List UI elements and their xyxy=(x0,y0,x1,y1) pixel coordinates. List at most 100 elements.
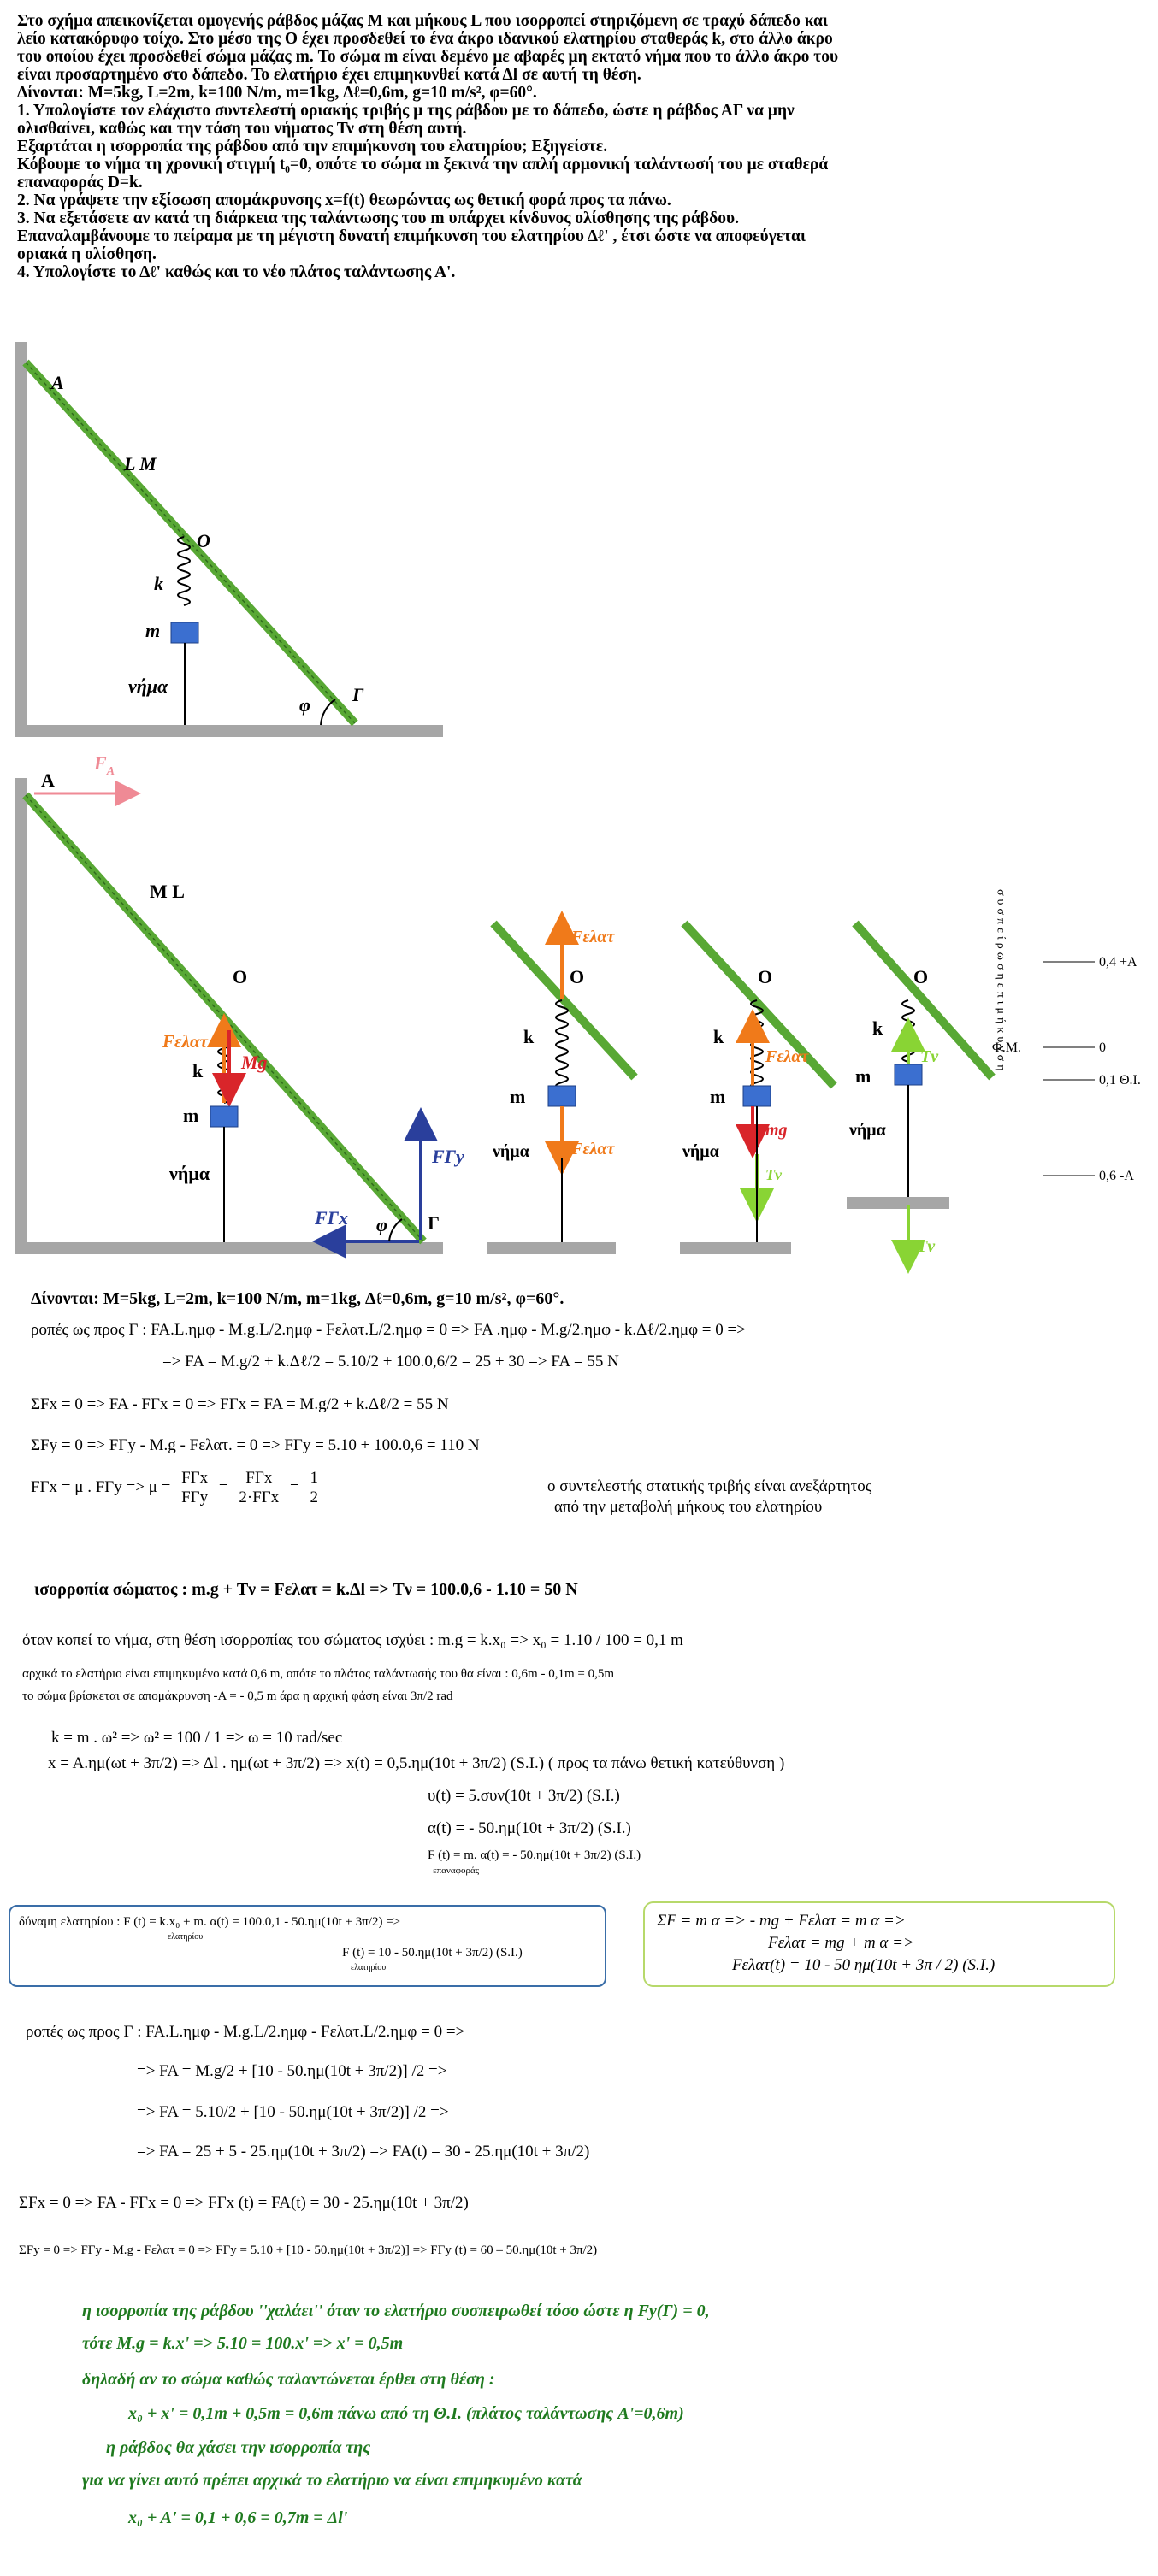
label-ML: M L xyxy=(150,881,185,902)
label-thread: νήμα xyxy=(168,1163,210,1184)
scale-label: 0,6 -A xyxy=(1099,1169,1134,1183)
problem-line: είναι προσαρτημένο στο δάπεδο. Το ελατήρ… xyxy=(17,66,641,84)
problem-line: Εξαρτάται η ισορροπία της ράβδου από την… xyxy=(17,138,608,156)
cut-line-1: όταν κοπεί το νήμα, στη θέση ισορροπίας … xyxy=(22,1631,683,1649)
torque2-line-3: => FA = 5.10/2 + [10 - 50.ημ(10t + 3π/2)… xyxy=(137,2103,449,2121)
scale-label: 0,4 +A xyxy=(1099,955,1137,970)
label-LM: L M xyxy=(123,453,157,475)
panel2-mass xyxy=(547,1085,576,1107)
panel3-label-O: O xyxy=(758,966,772,987)
problem-line: Επαναλαμβάνουμε το πείραμα με τη μέγιστη… xyxy=(17,227,806,245)
given-line: Δίνονται: M=5kg, L=2m, k=100 N/m, m=1kg,… xyxy=(31,1289,564,1308)
panel4-label-Tv-bot: Tν xyxy=(917,1237,936,1256)
problem-line: 2. Να γράψετε την εξίσωση απομάκρυνσης x… xyxy=(17,192,671,209)
conclusion-line-7: x₀ + A' = 0,1 + 0,6 = 0,7m = Δl' xyxy=(128,2508,348,2527)
problem-line: 3. Να εξετάσετε αν κατά τη διάρκεια της … xyxy=(17,209,739,227)
spring-force-box xyxy=(9,1905,606,1987)
conclusion-line-3: δηλαδή αν το σώμα καθώς ταλαντώνεται έρθ… xyxy=(82,2370,495,2389)
boxB-line-2: Fελατ = mg + m α => xyxy=(768,1934,914,1952)
problem-statement: Στο σχήμα απεικονίζεται ομογενής ράβδος … xyxy=(17,12,1146,281)
panel2-label-Fel-top: Fελατ xyxy=(570,928,615,946)
panel3-label-m: m xyxy=(710,1086,725,1107)
torque-line-1: ροπές ως προς Γ : FA.L.ημφ - M.g.L/2.ημφ… xyxy=(31,1321,746,1339)
torque2-line-2: => FA = M.g/2 + [10 - 50.ημ(10t + 3π/2)]… xyxy=(137,2062,447,2080)
figure-1: A L M O k m νήμα φ Γ xyxy=(15,342,443,737)
panel4-rod xyxy=(852,920,996,1081)
label-A: A xyxy=(50,372,64,393)
problem-line: Δίνονται: M=5kg, L=2m, k=100 N/m, m=1kg,… xyxy=(17,84,537,102)
conclusion-line-2: τότε M.g = k.x' => 5.10 = 100.x' => x' =… xyxy=(82,2334,404,2353)
x-equation: x = A.ημ(ωt + 3π/2) => Δl . ημ(ωt + 3π/2… xyxy=(48,1754,785,1772)
wall xyxy=(15,342,27,735)
problem-line: Κόβουμε το νήμα τη χρονική στιγμή t₀=0, … xyxy=(17,156,829,174)
label-m: m xyxy=(183,1105,198,1126)
label-O: O xyxy=(197,530,210,551)
panel2-label-k: k xyxy=(523,1026,535,1047)
scale-label: 0,1 Θ.Ι. xyxy=(1099,1073,1141,1088)
scale-label: 0 xyxy=(1099,1040,1106,1055)
problem-line: ολισθαίνει, καθώς και την τάση του νήματ… xyxy=(17,120,467,138)
a-equation: α(t) = - 50.ημ(10t + 3π/2) (S.I.) xyxy=(428,1819,631,1837)
panel2-spring xyxy=(555,999,569,1090)
F-subscript: επαναφοράς xyxy=(433,1866,480,1876)
label-thread: νήμα xyxy=(128,675,168,697)
boxB-line-3: Fελατ(t) = 10 - 50 ημ(10t + 3π / 2) (S.I… xyxy=(732,1956,996,1974)
panel3-label-thread: νήμα xyxy=(682,1142,719,1161)
angle-arc xyxy=(388,1218,403,1242)
angle-arc xyxy=(320,699,336,726)
friction-note-1: ο συντελεστής στατικής τριβής είναι ανεξ… xyxy=(547,1477,872,1495)
figure-2: A FA M L O k m Fελατ Mg νήμα FΓy FΓx φ Γ… xyxy=(15,752,1141,1274)
panel3-label-Fel: Fελατ xyxy=(765,1047,809,1066)
panel2-floor xyxy=(487,1242,616,1254)
rod xyxy=(22,359,358,727)
torque-line-2: => FA = M.g/2 + k.Δℓ/2 = 5.10/2 + 100.0,… xyxy=(162,1353,619,1371)
panel2-label-O: O xyxy=(570,966,584,987)
label-G: Γ xyxy=(428,1212,440,1234)
label-FGy: FΓy xyxy=(431,1146,464,1167)
floor xyxy=(15,725,443,737)
label-O: O xyxy=(233,966,247,987)
panel4-label-m: m xyxy=(855,1065,871,1087)
omega-line: k = m . ω² => ω² = 100 / 1 => ω = 10 rad… xyxy=(51,1729,343,1747)
conclusion-line-1: η ισορροπία της ράβδου ''χαλάει'' όταν τ… xyxy=(82,2302,710,2320)
problem-line: λείο κατακόρυφο τοίχο. Στο μέσο της Ο έχ… xyxy=(17,30,833,48)
sum-fx-line: ΣFx = 0 => FA - FΓx = 0 => FΓx = FA = M.… xyxy=(31,1395,449,1413)
label-m: m xyxy=(145,620,160,641)
panel4-label-O: O xyxy=(913,966,928,987)
panel2-label-thread: νήμα xyxy=(492,1142,529,1161)
F-equation: F (t) = m. α(t) = - 50.ημ(10t + 3π/2) (S… xyxy=(428,1848,641,1862)
panel3-label-mg: mg xyxy=(765,1121,788,1140)
boxA-line-2: F (t) = 10 - 50.ημ(10t + 3π/2) (S.I.) xyxy=(342,1946,523,1960)
problem-line: Στο σχήμα απεικονίζεται ομογενής ράβδος … xyxy=(17,12,828,30)
label-A: A xyxy=(41,769,55,791)
panel3-mass xyxy=(742,1085,771,1107)
panel2-label-m: m xyxy=(510,1086,525,1107)
vertical-word: συσπείρωσηεπιμήκυνση xyxy=(995,889,1007,1075)
panel4-label-k: k xyxy=(872,1017,883,1039)
label-phi: φ xyxy=(376,1214,387,1235)
boxA-line-1: δύναμη ελατηρίου : F (t) = k.x₀ + m. α(t… xyxy=(19,1915,401,1929)
equilibrium-line: ισορροπία σώματος : m.g + Tν = Fελατ = k… xyxy=(34,1580,578,1599)
mass-block xyxy=(210,1105,239,1128)
floor xyxy=(15,1242,443,1254)
spring xyxy=(177,536,191,606)
torque2-line-1: ροπές ως προς Γ : FA.L.ημφ - M.g.L/2.ημφ… xyxy=(26,2023,465,2041)
conclusion-line-6: για να γίνει αυτό πρέπει αρχικά το ελατή… xyxy=(82,2471,582,2490)
label-FGx: FΓx xyxy=(314,1207,348,1229)
label-phi: φ xyxy=(299,694,310,716)
sum-fy-2: ΣFy = 0 => FΓy - M.g - Fελατ = 0 => FΓy … xyxy=(19,2243,598,2257)
boxA-sub-1: ελατηρίου xyxy=(168,1932,204,1942)
sum-fy-line: ΣFy = 0 => FΓy - M.g - Fελατ. = 0 => FΓy… xyxy=(31,1436,480,1454)
scale-FM: Φ.Μ. xyxy=(992,1040,1021,1055)
label-G: Γ xyxy=(352,684,364,705)
panel2-rod xyxy=(490,920,638,1081)
wall xyxy=(15,778,27,1253)
panel4-mass xyxy=(894,1064,923,1086)
label-k: k xyxy=(154,573,163,594)
mass-block xyxy=(170,622,199,644)
label-Fel: Fελατ xyxy=(162,1031,209,1052)
problem-line: 4. Υπολογίστε το Δℓ' καθώς και το νέο πλ… xyxy=(17,263,456,281)
panel3-floor xyxy=(680,1242,791,1254)
